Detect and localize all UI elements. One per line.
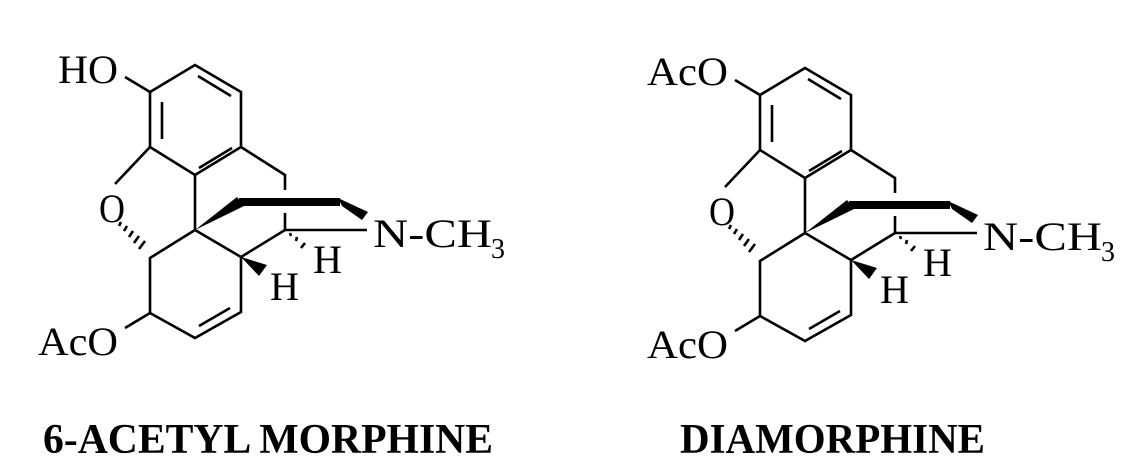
amine-label: N-CH (983, 214, 1102, 259)
molecule-title: 6-ACETYL MORPHINE (43, 417, 493, 459)
amine-subscript: 3 (1101, 237, 1115, 268)
ring-oxygen-label: O (99, 186, 125, 231)
hydrogen-label: H (880, 267, 909, 312)
molecule-diamorphine: AcO O AcO H H N-CH 3 DIAMORPHINE (647, 49, 1115, 459)
amine-subscript: 3 (491, 234, 505, 265)
substituent-top-label: HO (58, 47, 118, 92)
substituent-bottom-label: AcO (38, 319, 118, 364)
hydrogen-label: H (270, 264, 299, 309)
molecule-title: DIAMORPHINE (680, 417, 985, 459)
molecule-6-acetyl-morphine: HO O AcO H H N-CH 3 6-ACETYL MORPHINE (38, 47, 505, 459)
amine-label: N-CH (373, 211, 492, 256)
substituent-bottom-label: AcO (647, 322, 728, 367)
hydrogen-label: H (313, 237, 342, 282)
molecule-skeleton (115, 65, 368, 338)
ring-oxygen-label: O (709, 189, 735, 234)
hydrogen-label: H (923, 240, 952, 285)
molecule-skeleton (725, 68, 978, 341)
substituent-top-label: AcO (647, 49, 728, 94)
